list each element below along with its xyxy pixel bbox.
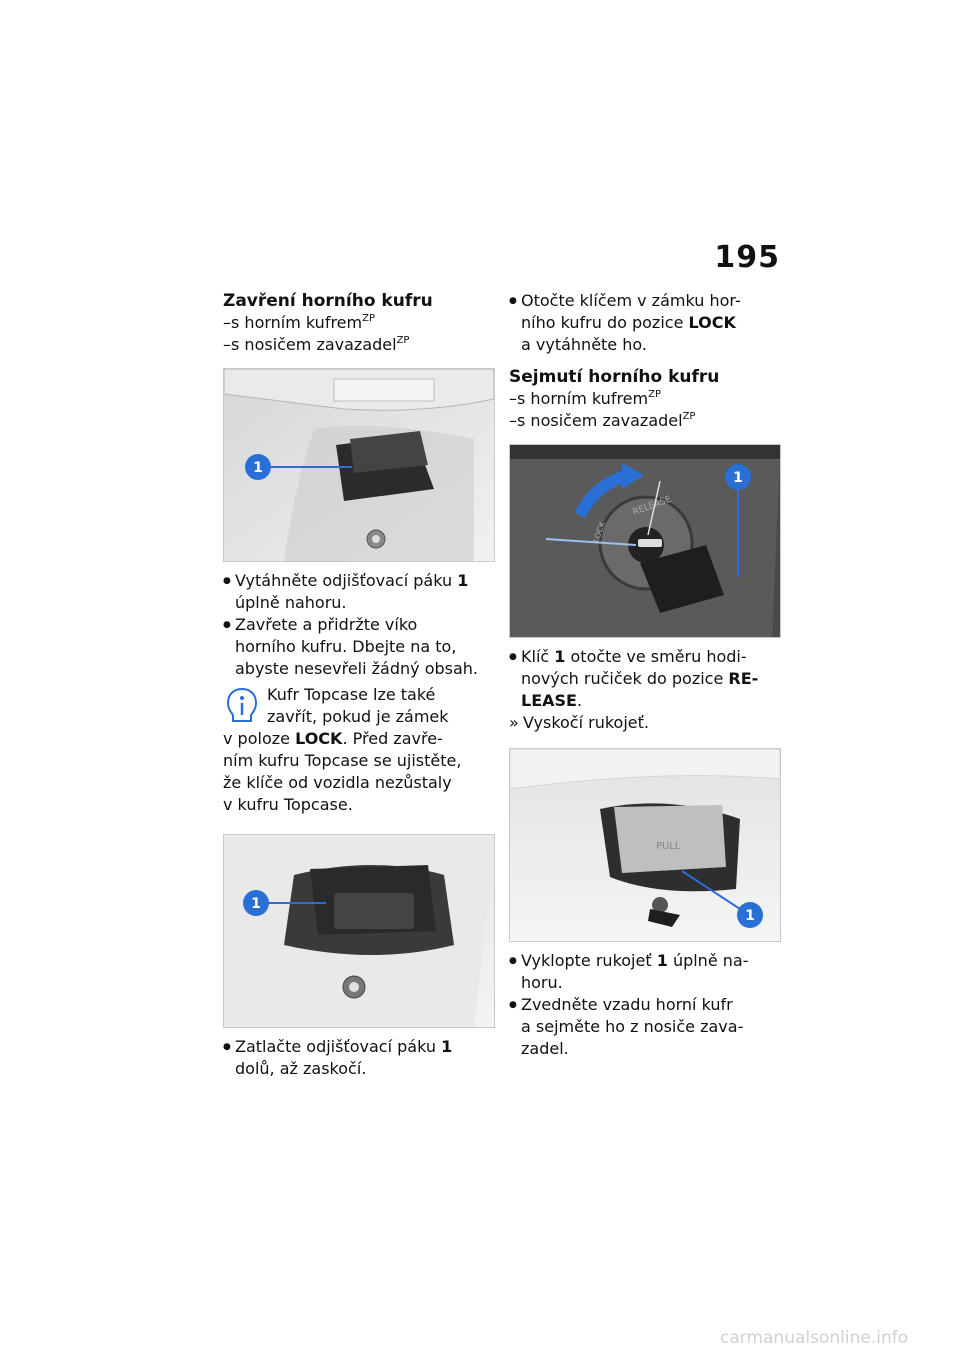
callout-line: [681, 870, 741, 910]
section-heading-close: Zavření horního kufru: [223, 291, 433, 311]
callout-badge: [725, 464, 751, 490]
figure-key-release-illustration: RELEASE LOCK 1: [510, 445, 780, 637]
condition-carrier: –s nosičem zavazadelZP: [223, 335, 410, 354]
note-line-5: že klíče od vozidla nezůstaly: [223, 773, 452, 792]
callout-badge: [243, 890, 269, 916]
info-note: Kufr Topcase lze také zavřít, pokud je z…: [223, 684, 495, 816]
callout-badge: [737, 902, 763, 928]
rotation-arrowhead: [622, 463, 644, 489]
note-line-3: v poloze LOCK. Před zavře-: [223, 729, 443, 748]
callout-label: 1: [733, 470, 743, 486]
left-column: Zavření horního kufru –s horním kufremZP…: [223, 290, 495, 1080]
callout-label: 1: [251, 896, 261, 912]
note-line-1: Kufr Topcase lze také: [267, 685, 436, 704]
figure-lever-up-illustration: 1: [224, 369, 494, 561]
condition-carrier: –s nosičem zavazadelZP: [509, 411, 696, 430]
figure-key-release: RELEASE LOCK 1: [509, 444, 781, 638]
callout-label: 1: [745, 908, 755, 924]
condition-topcase: –s horním kufremZP: [223, 313, 375, 332]
handle-pull-text: PULL: [656, 841, 681, 852]
watermark: carmanualsonline.info: [720, 1328, 909, 1348]
result-handle-pops: Vyskočí rukojeť.: [509, 712, 781, 734]
note-line-4: ním kufru Topcase se ujistěte,: [223, 751, 462, 770]
note-line-6: v kufru Topcase.: [223, 795, 353, 814]
figure-lever-down-illustration: 1: [224, 835, 494, 1027]
step-turn-key-release: Klíč 1 otočte ve směru hodi-nových ručič…: [509, 646, 781, 712]
step-turn-key-lock: Otočte klíčem v zámku hor-ního kufru do …: [509, 290, 781, 356]
figure-handle-up: PULL 1: [509, 748, 781, 942]
figure-handle-up-illustration: PULL 1: [510, 749, 780, 941]
info-icon: [226, 687, 258, 722]
condition-topcase: –s horním kufremZP: [509, 389, 661, 408]
figure-lever-down: 1: [223, 834, 495, 1028]
callout-badge: [245, 454, 271, 480]
note-line-2: zavřít, pokud je zámek: [267, 707, 449, 726]
step-fold-handle: Vyklopte rukojeť 1 úplně na-horu.: [509, 950, 781, 994]
page-number: 195: [714, 240, 780, 275]
callout-label: 1: [253, 460, 263, 476]
section-heading-remove: Sejmutí horního kufru: [509, 367, 720, 387]
right-column: Otočte klíčem v zámku hor-ního kufru do …: [509, 290, 781, 1060]
figure-lever-up: 1: [223, 368, 495, 562]
